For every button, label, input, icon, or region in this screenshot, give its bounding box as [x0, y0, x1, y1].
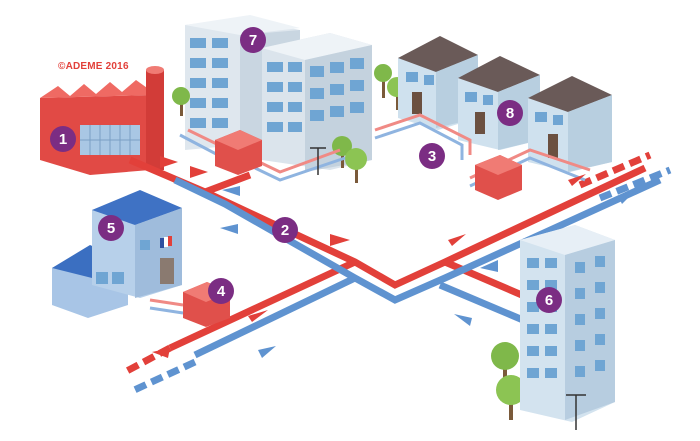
badge-number: 2 [281, 222, 289, 239]
badge-substation: 4 [208, 278, 234, 304]
badge-circle [98, 215, 124, 241]
network-pipes [123, 151, 672, 396]
office-buildings [185, 15, 372, 172]
factory [40, 66, 164, 175]
badges: 1 2 3 4 5 6 7 8 [50, 27, 562, 313]
badge-service-pipes: 3 [419, 143, 445, 169]
flow-arrows [152, 156, 636, 358]
badge-number: 4 [217, 283, 226, 300]
badge-circle [208, 278, 234, 304]
town-hall [52, 190, 182, 318]
badge-circle [419, 143, 445, 169]
tower-block [310, 147, 615, 430]
badge-number: 8 [506, 105, 514, 122]
badge-office-buildings: 7 [240, 27, 266, 53]
copyright-label: ©ADEME 2016 [58, 61, 129, 72]
badge-network-pipes: 2 [272, 217, 298, 243]
badge-number: 3 [428, 148, 436, 165]
badge-number: 7 [249, 32, 257, 49]
badge-circle [240, 27, 266, 53]
badge-circle [536, 287, 562, 313]
badge-circle [497, 100, 523, 126]
badge-town-hall: 5 [98, 215, 124, 241]
badge-circle [272, 217, 298, 243]
trees [172, 64, 526, 420]
houses [398, 36, 612, 172]
badge-number: 6 [545, 292, 553, 309]
badge-houses: 8 [497, 100, 523, 126]
badge-circle [50, 126, 76, 152]
badge-tower-block: 6 [536, 287, 562, 313]
badge-factory: 1 [50, 126, 76, 152]
badge-number: 1 [59, 131, 67, 148]
badge-number: 5 [107, 220, 115, 237]
